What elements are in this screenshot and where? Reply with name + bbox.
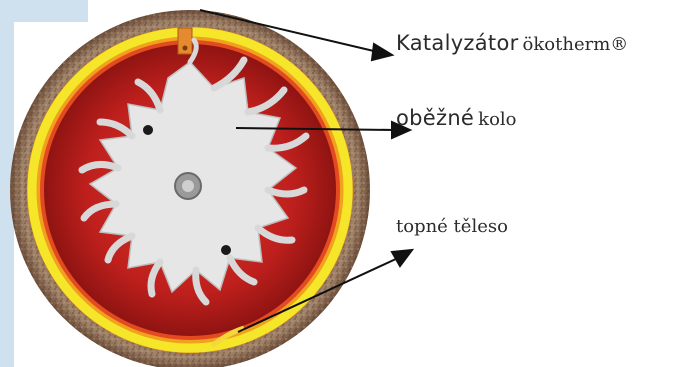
arrow-heater-head xyxy=(392,250,412,266)
label-impeller: oběžné kolo xyxy=(396,108,517,129)
label-heater-text: topné těleso xyxy=(396,216,508,237)
arrow-catalyst-head xyxy=(372,44,392,60)
label-catalyst: Katalyzátor ökotherm® xyxy=(396,33,628,54)
label-impeller-suffix: kolo xyxy=(478,109,516,130)
label-catalyst-word: Katalyzátor xyxy=(396,31,519,55)
label-impeller-word: oběžné xyxy=(396,106,474,130)
label-catalyst-brand: ökotherm® xyxy=(523,34,629,55)
label-heater: topné těleso xyxy=(396,218,508,236)
